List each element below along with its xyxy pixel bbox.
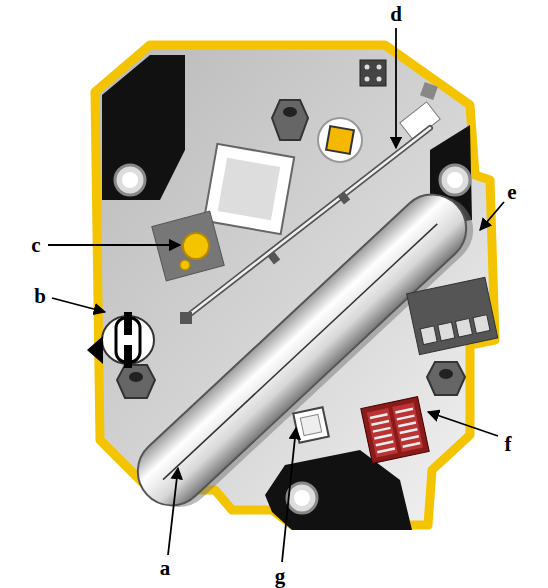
callout-letter: b [34, 286, 46, 307]
callout-letter: g [275, 566, 286, 587]
callout-letter: f [505, 434, 512, 455]
mount-block [102, 55, 185, 200]
callout-letter: c [31, 235, 40, 256]
housing [95, 45, 495, 525]
callout-letter: e [507, 182, 516, 203]
callout-letter: d [390, 4, 402, 25]
callout-letter: a [160, 558, 171, 579]
leader-lines [48, 28, 504, 562]
